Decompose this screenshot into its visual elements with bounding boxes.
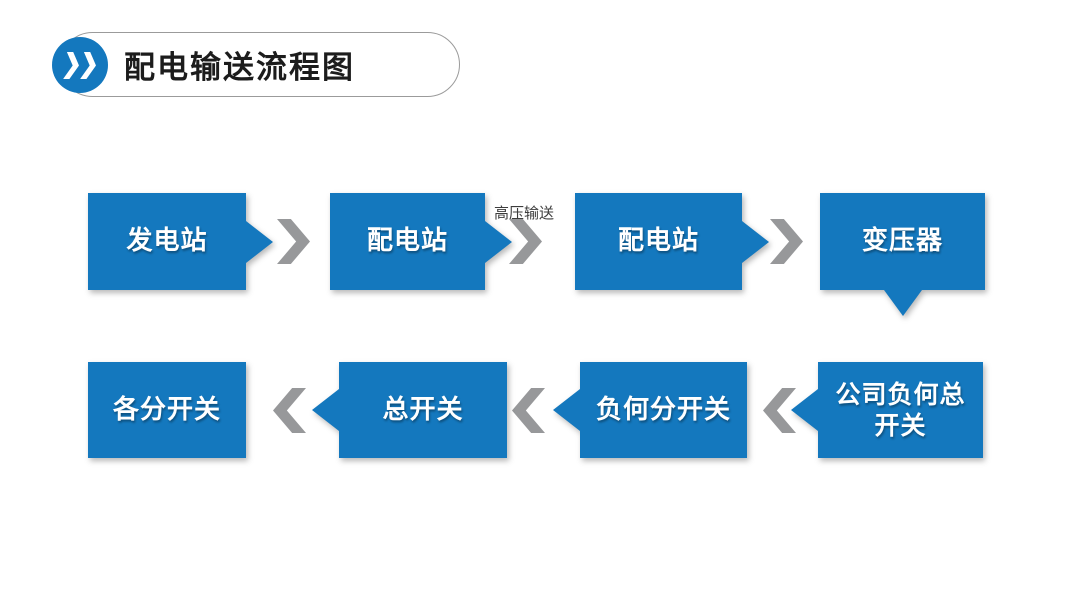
flow-node-main-switch: 总开关 [339, 362, 507, 458]
flow-node-distribution-station-1: 配电站 [330, 193, 485, 290]
chevron-right-icon [80, 52, 98, 79]
arrow-left-icon [512, 388, 545, 433]
page-title: 配电输送流程图 [124, 50, 355, 86]
node-label: 公司负何总开关 [835, 379, 966, 440]
node-label: 发电站 [126, 226, 208, 257]
flow-node-load-sub-switch: 负何分开关 [580, 362, 747, 458]
flow-node-transformer: 变压器 [820, 193, 985, 290]
fast-forward-icon [52, 37, 108, 93]
flow-node-power-plant: 发电站 [88, 193, 246, 290]
flow-node-company-load-main-switch: 公司负何总开关 [818, 362, 983, 458]
node-label: 各分开关 [112, 394, 221, 425]
arrow-right-icon [277, 219, 310, 264]
title-pill [60, 32, 460, 97]
node-label: 变压器 [861, 226, 943, 257]
chevron-right-icon [63, 52, 81, 79]
annotation-high-voltage-transmission: 高压输送 [494, 204, 555, 222]
arrow-right-icon [770, 219, 803, 264]
flow-node-branch-switches: 各分开关 [88, 362, 246, 458]
arrow-right-icon [509, 219, 542, 264]
node-label: 配电站 [366, 226, 448, 257]
arrow-left-icon [273, 388, 306, 433]
node-label: 总开关 [382, 394, 464, 425]
flow-node-distribution-station-2: 配电站 [575, 193, 742, 290]
node-label: 配电站 [617, 226, 699, 257]
node-label: 负何分开关 [595, 394, 731, 425]
